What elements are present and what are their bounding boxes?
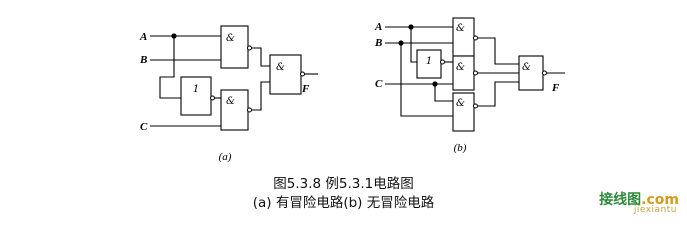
wire-b-to-gate3	[400, 43, 453, 117]
figure-caption-subtitle: (a) 有冒险电路(b) 无冒险电路	[252, 195, 435, 211]
input-label-b: B	[374, 37, 382, 49]
inversion-bubble	[300, 71, 305, 77]
and-gate-1-symbol: &	[226, 33, 235, 44]
input-label-c: C	[140, 121, 148, 133]
inversion-bubble	[210, 95, 215, 101]
inversion-bubble	[440, 59, 445, 65]
wire-c-to-gate3	[434, 84, 453, 102]
wire-a-to-not	[159, 36, 181, 99]
not-gate-symbol: 1	[426, 56, 432, 67]
wire-gate1-to-gate4	[476, 37, 519, 65]
not-gate	[180, 76, 212, 116]
wire-gate1-to-gate3	[251, 47, 270, 67]
input-label-a: A	[374, 21, 382, 33]
wire-gate3-to-gate4	[476, 81, 519, 107]
input-label-b: B	[139, 54, 147, 66]
inversion-bubble	[247, 107, 252, 113]
and-gate-3-symbol: &	[456, 98, 465, 109]
and-gate-1	[220, 25, 249, 69]
input-label-c: C	[375, 78, 383, 90]
figure-caption-title: 图5.3.8 例5.3.1电路图	[273, 176, 414, 192]
watermark-logo: 接线图.com jiexiantu	[573, 189, 681, 217]
watermark-main: 接线图.com	[599, 189, 679, 209]
sub-label-a: (a)	[219, 151, 232, 163]
junction-dot	[171, 33, 177, 39]
circuit-b: A B C & 1 & & &	[374, 17, 565, 154]
wire-gate2-to-gate3	[251, 81, 270, 111]
inversion-bubble	[473, 70, 478, 76]
and-gate-1-symbol: &	[456, 23, 465, 34]
junction-dot	[398, 40, 404, 46]
and-gate-4-symbol: &	[522, 62, 531, 73]
inversion-bubble	[473, 35, 478, 41]
junction-dot	[408, 24, 414, 30]
inversion-bubble	[247, 45, 252, 51]
inversion-bubble	[542, 70, 547, 76]
not-gate-symbol: 1	[193, 84, 199, 95]
and-gate-3-symbol: &	[276, 62, 285, 73]
watermark-main-cn: 接线图	[599, 192, 642, 208]
input-label-a: A	[139, 31, 147, 43]
logic-circuit-diagram: A B C & 1 & & F (a) A B C	[139, 17, 565, 163]
output-label-f: F	[301, 83, 310, 95]
and-gate-2	[220, 89, 249, 131]
and-gate-2-symbol: &	[226, 96, 235, 107]
wire-a-to-not	[410, 27, 417, 63]
inversion-bubble	[473, 103, 478, 109]
and-gate-3	[452, 92, 475, 132]
watermark-sub: jiexiantu	[633, 205, 677, 215]
sub-label-b: (b)	[454, 142, 467, 154]
watermark-main-domain: .com	[641, 192, 679, 208]
circuit-a: A B C & 1 & & F (a)	[139, 25, 318, 163]
and-gate-3	[269, 54, 302, 95]
and-gate-2-symbol: &	[456, 62, 465, 73]
output-label-f: F	[551, 82, 560, 94]
junction-dot	[432, 81, 438, 87]
